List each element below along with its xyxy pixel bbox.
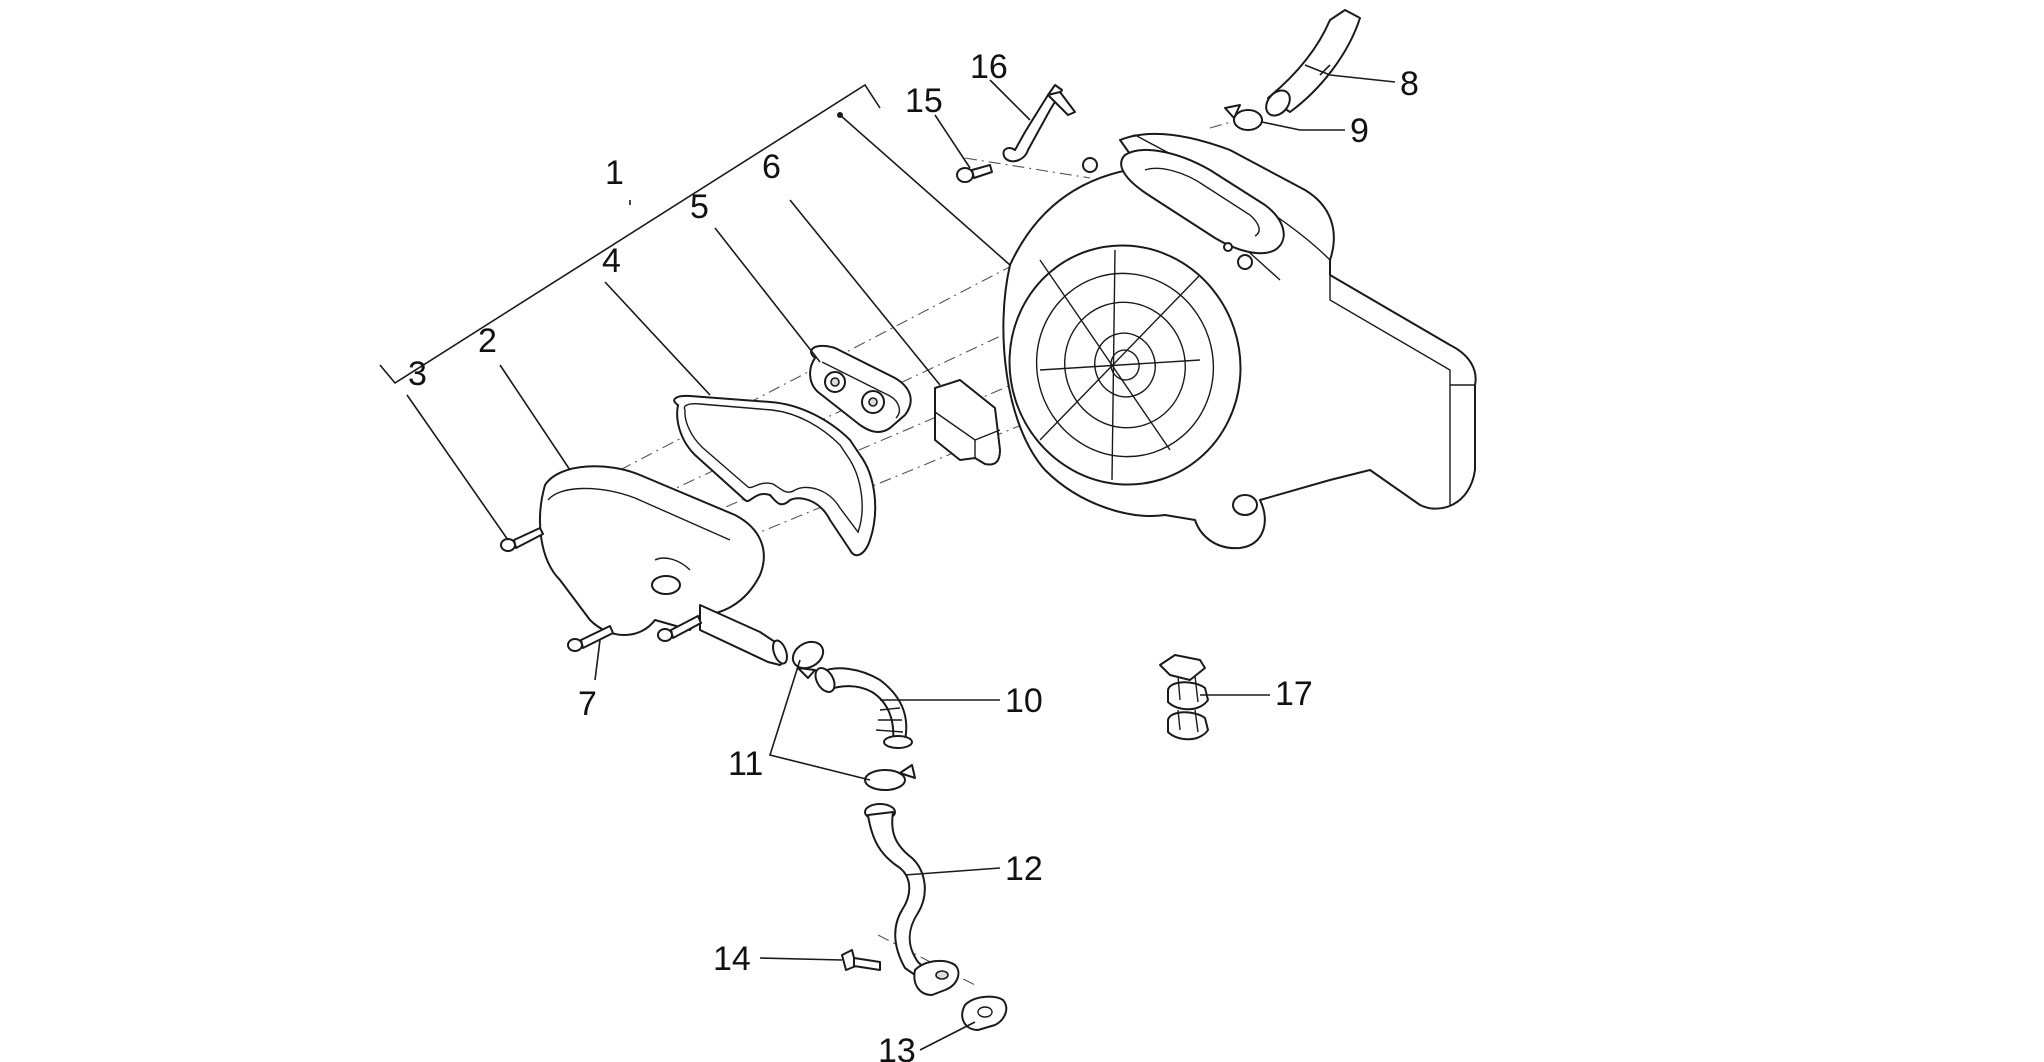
callout-4: 4 bbox=[602, 242, 621, 280]
callout-5: 5 bbox=[690, 188, 709, 226]
hose-clamp-upper bbox=[791, 640, 825, 679]
screw-7b bbox=[657, 615, 702, 642]
pipe-gasket bbox=[961, 995, 1008, 1031]
callout-15: 15 bbox=[905, 82, 943, 120]
callout-6: 6 bbox=[762, 148, 781, 186]
gasket bbox=[673, 394, 877, 557]
callout-labels: 1 2 3 4 5 6 7 8 9 10 11 12 13 14 15 16 1… bbox=[408, 48, 1419, 1062]
callout-12: 12 bbox=[1005, 850, 1043, 888]
callout-10: 10 bbox=[1005, 682, 1043, 720]
callout-11: 11 bbox=[728, 745, 763, 783]
callout-14: 14 bbox=[713, 940, 751, 978]
cover-plate bbox=[539, 465, 788, 666]
filter-element bbox=[809, 344, 912, 433]
callout-2: 2 bbox=[478, 322, 497, 360]
callout-8: 8 bbox=[1400, 65, 1419, 103]
bracket-16 bbox=[1002, 84, 1076, 163]
hose-clamp-top bbox=[1224, 104, 1263, 131]
callout-9: 9 bbox=[1350, 112, 1369, 150]
callout-13: 13 bbox=[878, 1032, 916, 1062]
assembly-bracket bbox=[379, 83, 881, 385]
oil-pipe bbox=[864, 803, 960, 996]
callout-16: 16 bbox=[970, 48, 1008, 86]
callout-17: 17 bbox=[1275, 675, 1313, 713]
callout-3: 3 bbox=[408, 355, 427, 393]
screw-7a bbox=[567, 625, 614, 652]
callout-7: 7 bbox=[578, 685, 597, 723]
callout-1: 1 bbox=[605, 154, 624, 192]
foam-block bbox=[934, 379, 1001, 466]
screw-15 bbox=[956, 164, 993, 183]
cable-clip bbox=[1159, 654, 1209, 741]
fan-cover-casing bbox=[1002, 132, 1477, 550]
leader-lines bbox=[406, 64, 1396, 1051]
hose-clamp-lower bbox=[864, 764, 916, 791]
bolt-14 bbox=[841, 949, 881, 971]
breather-hose bbox=[1265, 9, 1361, 117]
elbow-hose bbox=[814, 667, 913, 749]
